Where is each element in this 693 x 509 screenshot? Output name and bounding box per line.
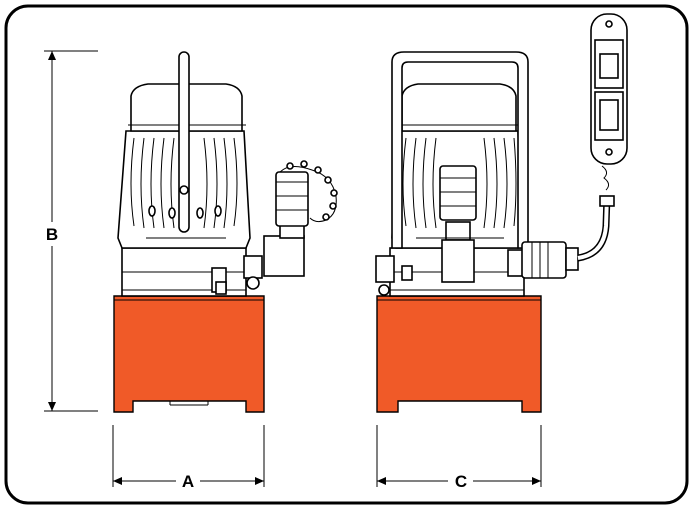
pendant-remote — [590, 13, 628, 165]
carry-handle-front — [178, 51, 190, 233]
dimension-c: C — [376, 425, 542, 491]
dimension-b-label: B — [46, 225, 58, 244]
dimension-a-label: A — [182, 472, 194, 491]
cooling-fins-front — [130, 137, 238, 229]
motor-top-cover-side — [401, 83, 517, 132]
reservoir-tank-front — [113, 295, 265, 413]
reservoir-tank-side — [376, 295, 542, 413]
quick-coupler-front — [275, 160, 338, 227]
pump-front-view — [113, 51, 338, 413]
valve-block-front — [263, 235, 305, 277]
electrical-connector-side — [507, 241, 579, 279]
dimension-b: B — [44, 50, 98, 412]
diagram-frame — [4, 4, 689, 505]
dimension-a: A — [112, 425, 265, 491]
pressure-fitting-front — [243, 255, 263, 279]
pump-side-view — [375, 13, 628, 413]
carry-frame-handle-side — [391, 51, 529, 249]
left-fitting-side — [375, 255, 395, 283]
dimension-c-label: C — [455, 472, 467, 491]
cooling-fins-side — [402, 137, 517, 229]
